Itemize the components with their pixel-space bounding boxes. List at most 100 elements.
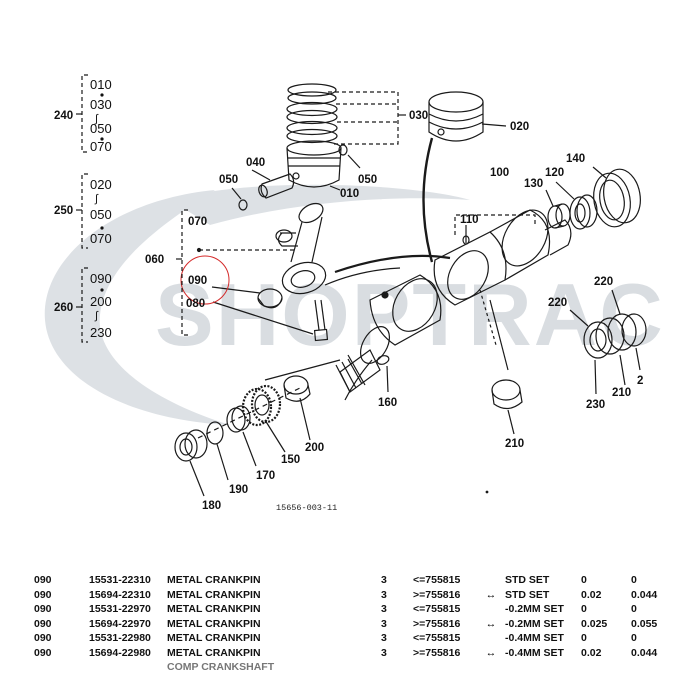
group-260-item: 090 bbox=[90, 271, 112, 286]
parts-diagram: SHOPTRAC bbox=[44, 74, 665, 513]
label-130: 130 bbox=[524, 178, 543, 190]
part-number-cell bbox=[89, 660, 167, 675]
part-name-cell: METAL CRANKPIN bbox=[167, 588, 261, 601]
label-050-right: 050 bbox=[358, 174, 377, 186]
group-250-item: 070 bbox=[90, 231, 112, 246]
table-row-partial[interactable]: COMP CRANKSHAFT bbox=[0, 660, 700, 675]
serial-range-cell bbox=[413, 660, 477, 675]
group-bracket-260 bbox=[76, 267, 88, 343]
tolerance-min-cell bbox=[581, 660, 631, 675]
tolerance-min-cell: 0.02 bbox=[581, 588, 602, 601]
piston-020 bbox=[422, 91, 507, 263]
tolerance-min-cell: 0 bbox=[581, 574, 587, 586]
label-010: 010 bbox=[340, 188, 359, 200]
part-name-cell: METAL CRANKPIN bbox=[167, 632, 261, 644]
watermark: SHOPTRAC bbox=[44, 184, 665, 425]
quantity-cell: 3 bbox=[381, 632, 387, 644]
part-name-cell: METAL CRANKPIN bbox=[167, 617, 261, 630]
group-240-item: 010 bbox=[90, 77, 112, 92]
label-050-left: 050 bbox=[219, 174, 238, 186]
group-label-250: 250 bbox=[54, 205, 73, 217]
bushing-130 bbox=[545, 189, 571, 229]
label-080: 080 bbox=[186, 298, 205, 310]
piston-rings bbox=[286, 83, 406, 145]
group-bracket-060 bbox=[181, 209, 188, 336]
quantity-cell bbox=[381, 660, 413, 675]
tolerance-min-cell: 0 bbox=[581, 632, 587, 644]
size-set-cell: STD SET bbox=[505, 588, 550, 601]
label-030: 030 bbox=[409, 110, 428, 122]
size-set-cell bbox=[505, 660, 581, 675]
quantity-cell: 3 bbox=[381, 617, 387, 630]
main-bearing-220 bbox=[569, 289, 647, 395]
ref-no-cell: 090 bbox=[34, 603, 52, 615]
piston-lower bbox=[286, 140, 342, 191]
interchange-cell bbox=[477, 660, 505, 675]
interchange-cell: ↔ bbox=[485, 646, 497, 659]
ref-no-cell bbox=[0, 660, 89, 675]
label-100: 100 bbox=[490, 167, 509, 179]
label-220-upper: 220 bbox=[594, 276, 613, 288]
tolerance-max-cell: 0.055 bbox=[631, 617, 658, 630]
part-name-cell: METAL CRANKPIN bbox=[167, 603, 261, 615]
label-090: 090 bbox=[188, 275, 207, 287]
ref-no-cell: 090 bbox=[34, 574, 52, 586]
tolerance-max-cell bbox=[631, 660, 700, 675]
group-260-item: 200 bbox=[90, 294, 112, 309]
part-number-cell: 15694-22970 bbox=[89, 617, 151, 630]
size-set-cell: -0.4MM SET bbox=[505, 632, 564, 644]
tolerance-max-cell: 0.044 bbox=[631, 588, 658, 601]
part-number-cell: 15531-22310 bbox=[89, 574, 151, 586]
ref-no-cell: 090 bbox=[34, 588, 52, 601]
label-210-center: 210 bbox=[505, 438, 524, 450]
serial-range-cell: >=755816 bbox=[413, 588, 461, 601]
label-230: 230 bbox=[586, 399, 605, 411]
interchange-cell: ↔ bbox=[485, 617, 497, 630]
label-210-right: 210 bbox=[612, 387, 631, 399]
quantity-cell: 3 bbox=[381, 574, 387, 586]
part-number-cell: 15531-22970 bbox=[89, 603, 151, 615]
serial-range-cell: >=755816 bbox=[413, 646, 461, 659]
conrod-bolt bbox=[212, 299, 329, 342]
interchange-cell: ↔ bbox=[485, 588, 497, 601]
label-160: 160 bbox=[378, 397, 397, 409]
watermark-text: SHOPTRAC bbox=[155, 265, 665, 364]
crankshaft bbox=[324, 209, 572, 401]
group-240-item: 050 bbox=[90, 121, 112, 136]
tolerance-min-cell: 0.02 bbox=[581, 646, 602, 659]
label-120: 120 bbox=[545, 167, 564, 179]
group-bracket-240 bbox=[76, 74, 88, 153]
group-label-240: 240 bbox=[54, 110, 73, 122]
size-set-cell: STD SET bbox=[505, 574, 550, 586]
label-040: 040 bbox=[246, 157, 265, 169]
size-set-cell: -0.4MM SET bbox=[505, 646, 564, 659]
serial-range-cell: <=755815 bbox=[413, 574, 461, 586]
gear-150 bbox=[241, 384, 286, 453]
serial-range-cell: <=755815 bbox=[413, 603, 461, 615]
label-220-lower: 220 bbox=[548, 297, 567, 309]
label-200: 200 bbox=[305, 442, 324, 454]
metal-crankpin-part bbox=[211, 286, 283, 309]
group-bracket-250 bbox=[76, 173, 88, 249]
drawing-code: 15656-003-11 bbox=[276, 503, 337, 513]
group-260-range: ∫ bbox=[94, 310, 99, 322]
part-name-cell: METAL CRANKPIN bbox=[167, 574, 261, 586]
main-metal-210 bbox=[491, 379, 523, 435]
table-row[interactable]: 090 15531-22310 METAL CRANKPIN 3 <=755815 STD… bbox=[0, 573, 700, 588]
ref-no-cell: 090 bbox=[34, 646, 52, 659]
group-240-item: 070 bbox=[90, 139, 112, 154]
tolerance-max-cell: 0 bbox=[631, 574, 637, 586]
group-240-range: ∫ bbox=[94, 113, 99, 125]
highlight-circle bbox=[180, 255, 230, 305]
serial-range-cell: >=755816 bbox=[413, 617, 461, 630]
label-020: 020 bbox=[510, 121, 529, 133]
group-250-item: 020 bbox=[90, 177, 112, 192]
label-140: 140 bbox=[566, 153, 585, 165]
collar-170 bbox=[226, 405, 257, 467]
